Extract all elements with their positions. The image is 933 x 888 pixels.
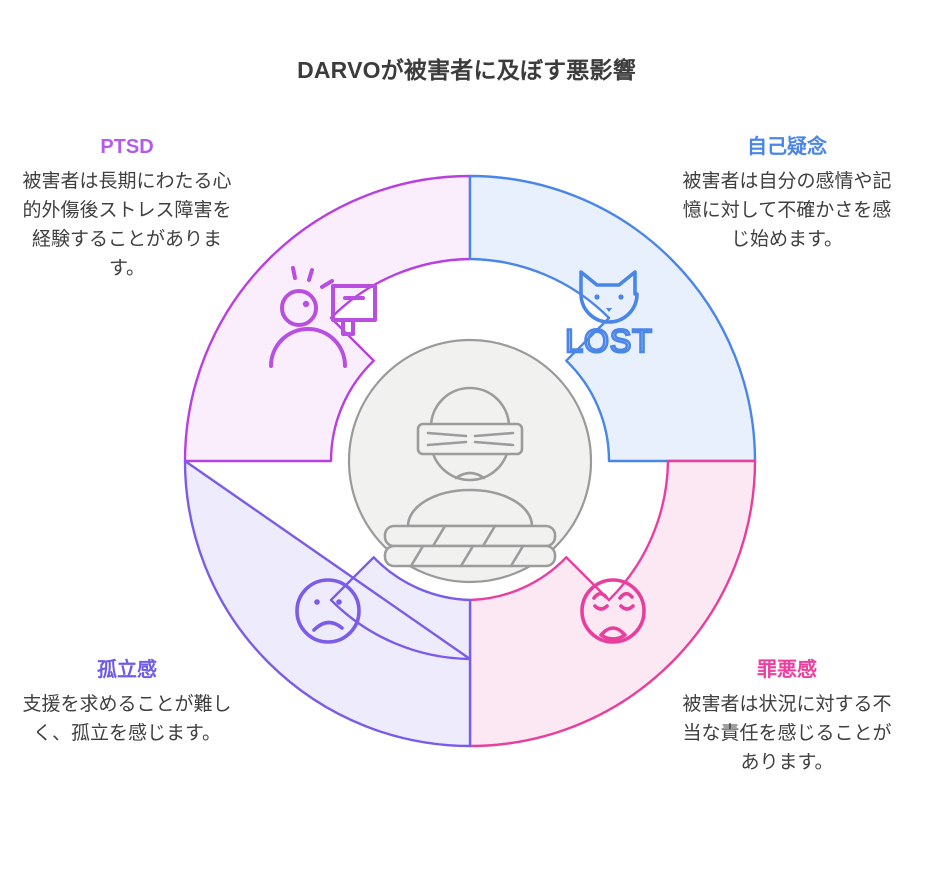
quadrant-body-self-doubt: 被害者は自分の感情や記憶に対して不確かさを感じ始めます。	[682, 171, 892, 250]
page-title: DARVOが被害者に及ぼす悪影響	[297, 57, 636, 83]
lost-cat-icon	[579, 270, 639, 324]
quadrant-heading-isolation: 孤立感	[97, 659, 157, 681]
lost-cat-icon-label: LOST	[565, 323, 653, 359]
person-with-megaphone-icon	[269, 266, 377, 368]
segment-ptsd[interactable]	[183, 174, 472, 463]
quadrant-body-guilt: 被害者は状況に対する不当な責任を感じることがあります。	[682, 694, 892, 773]
sad-face-icon	[295, 578, 361, 644]
center-hub	[347, 338, 593, 584]
quadrant-text-self-doubt: 自己疑念 被害者は自分の感情や記憶に対して不確かさを感じ始めます。	[678, 135, 896, 255]
quadrant-text-isolation: 孤立感 支援を求めることが難しく、孤立を感じます。	[18, 658, 236, 749]
quadrant-body-ptsd: 被害者は長期にわたる心的外傷後ストレス障害を経験することがあります。	[22, 171, 232, 279]
quadrant-body-isolation: 支援を求めることが難しく、孤立を感じます。	[22, 694, 232, 744]
segment-isolation-shape	[183, 459, 472, 748]
distressed-face-icon	[580, 578, 646, 644]
impact-wheel: LOST	[183, 174, 757, 748]
quadrant-heading-ptsd: PTSD	[100, 136, 154, 158]
quadrant-heading-self-doubt: 自己疑念	[747, 136, 827, 158]
quadrant-heading-guilt: 罪悪感	[757, 659, 817, 681]
segment-isolation[interactable]	[183, 459, 472, 748]
quadrant-text-guilt: 罪悪感 被害者は状況に対する不当な責任を感じることがあります。	[678, 658, 896, 778]
blindfolded-victim-icon	[383, 386, 557, 568]
quadrant-text-ptsd: PTSD 被害者は長期にわたる心的外傷後ストレス障害を経験することがあります。	[18, 135, 236, 284]
